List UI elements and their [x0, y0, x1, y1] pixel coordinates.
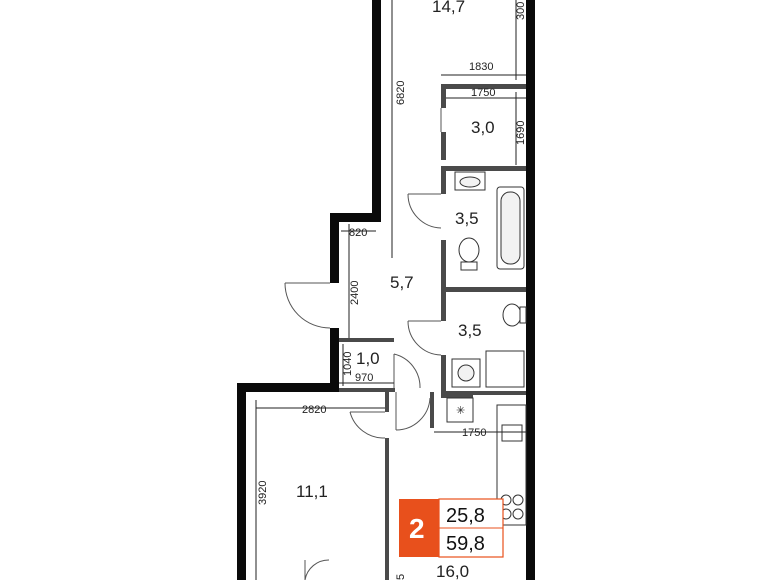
dim-top-edge: 300 [515, 2, 527, 20]
room-area-wc: 3,5 [458, 321, 482, 340]
badge-total-area: 59,8 [446, 533, 485, 555]
room-area-hall: 5,7 [390, 273, 414, 292]
dim-1830: 1830 [469, 61, 493, 73]
shower-tray [485, 350, 525, 388]
dim-820: 820 [349, 227, 367, 239]
room-area-bedroom: 11,1 [296, 482, 328, 501]
fixtures [446, 171, 527, 526]
badge-rooms-count: 2 [409, 513, 425, 544]
dim-1690: 1690 [515, 121, 527, 145]
vent-shaft [446, 397, 474, 423]
dim-6820: 6820 [395, 81, 407, 105]
dim-1750-top: 1750 [471, 87, 495, 99]
badge-accent [399, 499, 439, 557]
dim-bottom: 5 [395, 574, 407, 580]
dim-2400: 2400 [349, 281, 361, 305]
doors [284, 108, 442, 580]
area-badge: 2 25,8 59,8 [399, 498, 504, 558]
room-area-bath: 3,5 [455, 209, 479, 228]
exterior-walls [237, 0, 535, 580]
room-area-top: 14,7 [432, 0, 465, 16]
interior-walls [339, 84, 526, 580]
dim-2820: 2820 [302, 404, 326, 416]
room-area-kitchen: 16,0 [436, 562, 469, 580]
dimension-lines [255, 0, 526, 580]
dim-3920: 3920 [257, 481, 269, 505]
dim-1750-kitchen: 1750 [462, 427, 486, 439]
room-area-bathroom-small: 3,0 [471, 118, 495, 137]
badge-living-area: 25,8 [446, 505, 485, 527]
vent-star-icon: ✳ [456, 405, 465, 417]
room-area-closet: 1,0 [356, 349, 380, 368]
dim-970: 970 [355, 372, 373, 384]
dim-1040: 1040 [342, 352, 354, 376]
